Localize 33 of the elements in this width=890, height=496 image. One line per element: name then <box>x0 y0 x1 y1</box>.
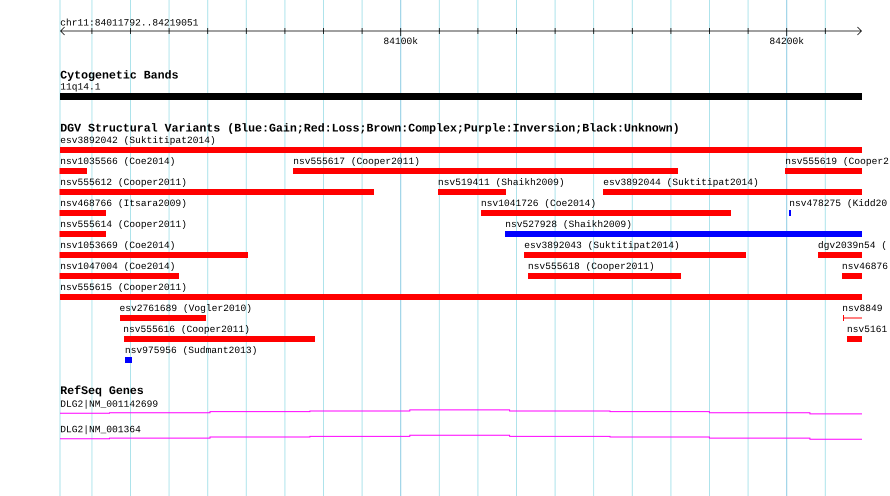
variant-label: nsv555612 (Cooper2011) <box>61 178 186 187</box>
track-heading: RefSeq Genes <box>61 385 144 396</box>
variant-label: nsv555614 (Cooper2011) <box>61 220 186 229</box>
variant-label: nsv555618 (Cooper2011) <box>528 262 653 271</box>
tick-label: 84100k <box>384 37 418 44</box>
variant-label: nsv46876 <box>842 262 888 270</box>
variant-label: nsv468766 (Itsara2009) <box>61 199 186 208</box>
tick-label: 84200k <box>770 37 804 44</box>
variant-label: nsv975956 (Sudmant2013) <box>126 346 256 355</box>
variant-label: nsv527928 (Shaikh2009) <box>506 220 630 229</box>
track-heading: Cytogenetic Bands <box>60 70 178 81</box>
variant-label: nsv519411 (Shaikh2009) <box>438 178 563 187</box>
variant-label: dgv2039n54 ( <box>818 241 886 250</box>
track-heading: DGV Structural Variants (Blue:Gain;Red:Loss;Brown:Complex;Purple:Inversion;Black:Unknown) <box>60 123 678 134</box>
variant-label: esv3892043 (Suktitipat2014) <box>524 241 678 250</box>
variant-label: nsv555615 (Cooper2011) <box>61 283 186 292</box>
variant-label: nsv555619 (Cooper2 <box>786 157 888 166</box>
variant-label: nsv1035566 (Coe2014) <box>61 157 174 166</box>
variant-label: nsv8849 <box>843 304 882 312</box>
variant-label: esv2761689 (Vogler2010) <box>120 304 250 313</box>
variant-label: esv3892044 (Suktitipat2014) <box>604 178 758 187</box>
band-label: 11q14.1 <box>60 83 100 92</box>
variant-label: nsv1041726 (Coe2014) <box>482 199 594 208</box>
gene-label: DLG2|NM_001364 <box>60 425 140 434</box>
variant-label: nsv555616 (Cooper2011) <box>124 325 248 334</box>
variant-label: nsv1047004 (Coe2014) <box>61 262 174 271</box>
coordinate-label: chr11:84011792..84219051 <box>60 18 198 26</box>
variant-label: nsv5161 <box>848 326 887 332</box>
variant-label: nsv1053669 (Coe2014) <box>61 241 174 250</box>
gene-label: DLG2|NM_001142699 <box>60 400 158 409</box>
variant-label: esv3892042 (Suktitipat2014) <box>60 136 214 145</box>
variant-label: nsv555617 (Cooper2011) <box>294 157 418 166</box>
variant-label: nsv478275 (Kidd20 <box>790 199 887 208</box>
